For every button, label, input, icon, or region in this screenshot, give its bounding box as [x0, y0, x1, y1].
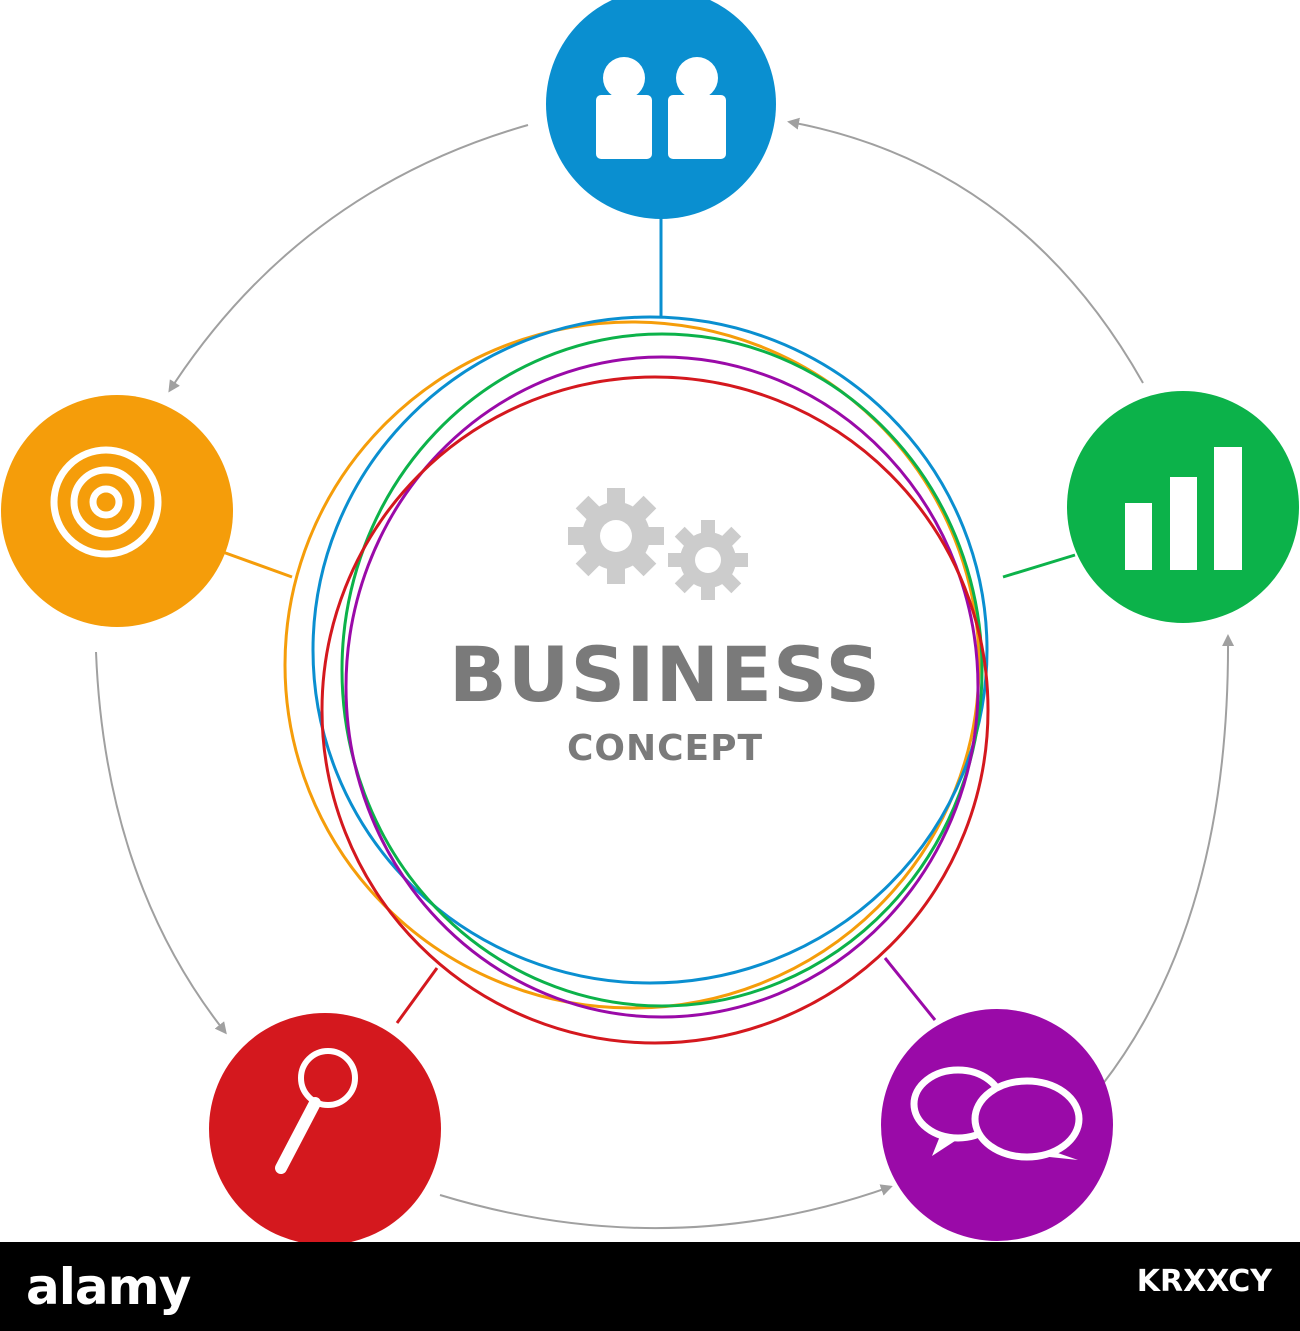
image-code: KRXXCY [1136, 1264, 1272, 1299]
connector-search [395, 967, 439, 1024]
chat-bubbles-icon [910, 1066, 1083, 1161]
connector-target [219, 549, 293, 579]
target-icon [50, 446, 162, 558]
arrow-team-to-target [168, 124, 529, 393]
node-target [1, 395, 233, 627]
ring-red [320, 375, 990, 1045]
cycle-arrows [95, 117, 1235, 1230]
arrow-communication-to-analytics [1101, 634, 1235, 1086]
ring-purple [344, 355, 980, 1019]
arrow-target-to-search [95, 651, 227, 1035]
colored-rings [283, 315, 990, 1045]
brand-logo: alamy [26, 1258, 191, 1316]
magnifier-icon [275, 1048, 358, 1174]
people-icon [596, 57, 726, 159]
ring-blue [311, 315, 989, 985]
node-communication [881, 1009, 1113, 1241]
node-team [546, 0, 776, 219]
center-subtitle: CONCEPT [566, 728, 764, 769]
footer-bar: alamy KRXXCY [0, 1242, 1300, 1331]
node-analytics [1067, 391, 1299, 623]
connector-communication [883, 957, 937, 1021]
arrow-analytics-to-team [787, 117, 1144, 384]
ring-orange [283, 320, 981, 1010]
gears-icon [568, 488, 748, 600]
bar-chart-icon [1125, 447, 1242, 570]
ring-green [340, 332, 984, 1008]
connector-analytics [1002, 553, 1076, 579]
node-search [209, 1013, 441, 1242]
cycle-diagram [1, 0, 1299, 1242]
arrow-search-to-communication [439, 1184, 893, 1230]
center-title: BUSINESS [448, 630, 882, 719]
